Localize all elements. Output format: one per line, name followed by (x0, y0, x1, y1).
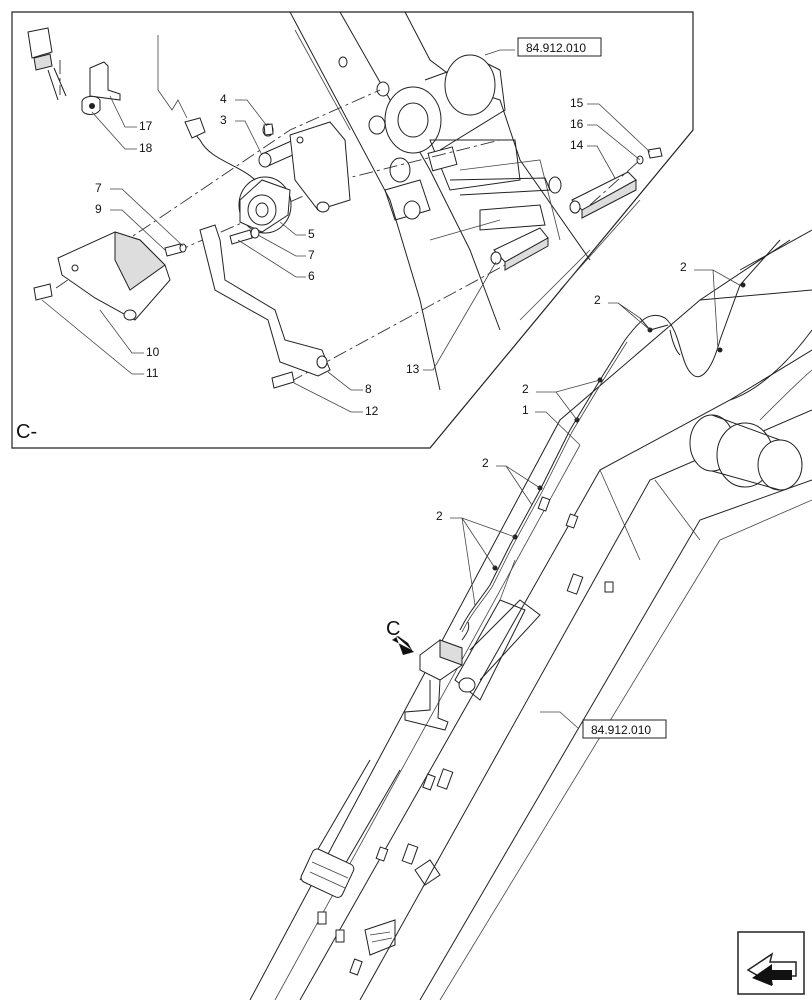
callout-13: 13 (406, 362, 420, 376)
detail-reference-box (517, 37, 602, 57)
callout-7a: 7 (95, 181, 102, 195)
callout-16: 16 (570, 117, 584, 131)
view-c-marker: C (386, 618, 414, 655)
callout-14: 14 (570, 138, 584, 152)
angle-sensor-assembly (404, 621, 470, 731)
main-callouts: 2 2 2 1 2 2 84.912.010 (436, 260, 744, 739)
detail-frame (11, 11, 694, 449)
view-c-label: C (386, 618, 400, 640)
callout-4: 4 (220, 92, 227, 106)
callout-12: 12 (365, 404, 379, 418)
callout-10: 10 (146, 345, 160, 359)
next-page-button[interactable] (737, 931, 805, 995)
callout-17: 17 (139, 119, 153, 133)
connector-icon (27, 27, 53, 59)
callout-15: 15 (570, 96, 584, 110)
view-arrow-icon (392, 636, 414, 655)
detail-view-label: C- (16, 421, 37, 443)
callout-11: 11 (146, 366, 159, 380)
callout-6: 6 (308, 269, 315, 283)
main-reference-box (582, 719, 667, 739)
callout-5: 5 (308, 227, 315, 241)
callout-2a: 2 (680, 260, 687, 274)
detail-reference-label: 84.912.010 (526, 41, 586, 55)
callout-2c: 2 (522, 382, 529, 396)
callout-8: 8 (365, 382, 372, 396)
detail-view-c: C- (11, 11, 694, 449)
boom-arm (249, 229, 812, 1000)
detail-callouts: 4 3 17 18 7 9 5 7 6 10 11 8 12 (41, 35, 651, 418)
callout-3: 3 (220, 113, 227, 127)
callout-2d: 2 (482, 456, 489, 470)
callout-2b: 2 (594, 293, 601, 307)
callout-2e: 2 (436, 509, 443, 523)
callout-9: 9 (95, 202, 102, 216)
main-reference-label: 84.912.010 (591, 723, 651, 737)
callout-1: 1 (522, 403, 529, 417)
callout-18: 18 (139, 141, 153, 155)
callout-7b: 7 (308, 248, 315, 262)
